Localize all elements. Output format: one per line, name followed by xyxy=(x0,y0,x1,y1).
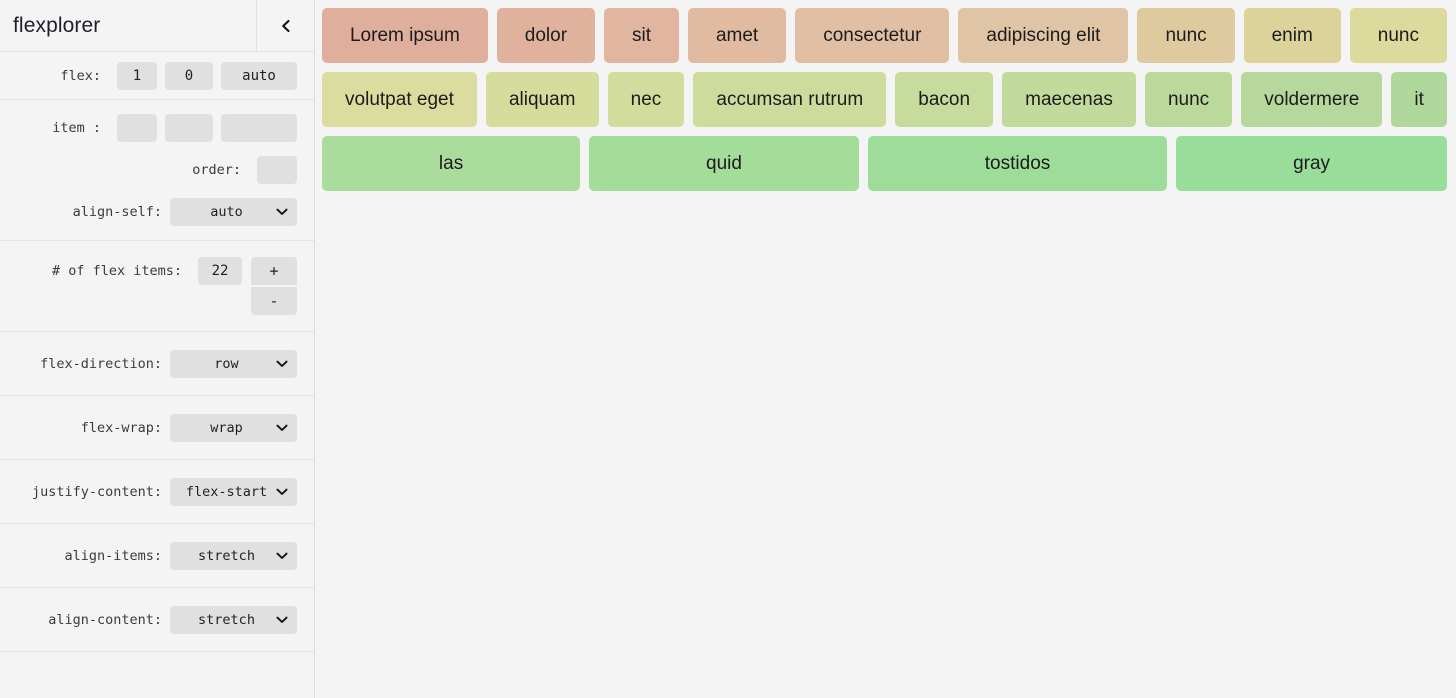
flex-item[interactable]: bacon xyxy=(895,72,994,127)
flex-item-label: maecenas xyxy=(1025,88,1113,110)
flex-item[interactable]: amet xyxy=(687,8,787,63)
flex-item-label: it xyxy=(1414,88,1424,110)
flex-item[interactable]: nunc xyxy=(1137,8,1235,63)
flex-item-label: accumsan rutrum xyxy=(716,88,864,110)
justify-content-label: justify-content: xyxy=(31,483,162,500)
order-input[interactable] xyxy=(257,156,297,184)
flex-item[interactable]: it xyxy=(1391,72,1447,127)
order-label: order: xyxy=(192,162,241,178)
flex-direction-label: flex-direction: xyxy=(40,355,162,372)
flex-item[interactable]: accumsan rutrum xyxy=(693,72,887,127)
flex-shrink-input[interactable] xyxy=(165,61,213,90)
flex-item[interactable]: nec xyxy=(607,72,685,127)
controls-sidebar: flexplorer flex: item : xyxy=(0,0,315,698)
flex-item-label: volutpat eget xyxy=(345,88,454,110)
item-shrink-input[interactable] xyxy=(165,114,213,142)
flex-item-label: nunc xyxy=(1167,88,1210,110)
flex-item[interactable]: voldermere xyxy=(1241,72,1383,127)
flex-container: Lorem ipsum dolor sit amet consectetur adipis… xyxy=(322,8,1456,200)
flex-item-label: gray xyxy=(1293,152,1331,174)
justify-content-select[interactable]: flex-startflex-endcenterspace-betweenspa… xyxy=(170,477,297,506)
align-items-select[interactable]: stretchflex-startflex-endcenterbaseline xyxy=(170,541,297,570)
flex-item[interactable]: maecenas xyxy=(1002,72,1136,127)
flex-item-label: Lorem ipsum xyxy=(349,24,460,46)
flex-count-label: # of flex items: xyxy=(51,263,182,279)
flex-shorthand-row: flex: xyxy=(0,52,314,100)
flex-item-label: aliquam xyxy=(508,88,576,110)
justify-content-row: justify-content: flex-startflex-endcente… xyxy=(0,460,314,524)
flex-item-label: quid xyxy=(706,152,742,174)
flex-item[interactable]: gray xyxy=(1176,136,1447,191)
flex-item[interactable]: Lorem ipsum xyxy=(322,8,488,63)
flex-item[interactable]: quid xyxy=(589,136,859,191)
align-content-label: align-content: xyxy=(48,611,162,628)
flex-item-label: las xyxy=(438,152,464,174)
flex-item[interactable]: tostidos xyxy=(867,136,1168,191)
align-content-select[interactable]: stretchflex-startflex-endcenterspace-bet… xyxy=(170,605,297,634)
flex-item[interactable]: enim xyxy=(1243,8,1341,63)
flex-item-label: voldermere xyxy=(1264,88,1360,110)
align-items-label: align-items: xyxy=(64,547,162,564)
flex-item-count-row: # of flex items: + - xyxy=(0,241,314,332)
flex-item-label: sit xyxy=(632,24,651,46)
align-content-row: align-content: stretchflex-startflex-end… xyxy=(0,588,314,652)
flex-basis-input[interactable] xyxy=(221,61,297,90)
flex-item[interactable]: consectetur xyxy=(795,8,950,63)
flex-count-stepper: + - xyxy=(251,257,297,315)
flex-item[interactable]: nunc xyxy=(1349,8,1447,63)
flex-item[interactable]: nunc xyxy=(1144,72,1233,127)
flex-item-label: bacon xyxy=(918,88,971,110)
flex-count-input[interactable] xyxy=(198,257,242,285)
flex-item-label: nunc xyxy=(1377,24,1419,46)
order-row: order: xyxy=(10,156,297,184)
flex-item-label: adipiscing elit xyxy=(986,24,1101,46)
flex-item[interactable]: sit xyxy=(604,8,679,63)
flex-item-label: nec xyxy=(630,88,662,110)
flex-item-label: tostidos xyxy=(984,152,1051,174)
item-basis-input[interactable] xyxy=(221,114,297,142)
flex-item[interactable]: adipiscing elit xyxy=(958,8,1129,63)
flex-label: flex: xyxy=(60,67,101,84)
item-grow-input[interactable] xyxy=(117,114,157,142)
flex-canvas: Lorem ipsum dolor sit amet consectetur adipis… xyxy=(315,0,1456,698)
flex-item-label: nunc xyxy=(1165,24,1207,46)
flex-item[interactable]: volutpat eget xyxy=(322,72,477,127)
item-settings-group: item : order: align-self: autoflex-start… xyxy=(0,100,314,241)
flex-item[interactable]: las xyxy=(322,136,581,191)
align-self-label: align-self: xyxy=(72,204,162,220)
flex-wrap-select[interactable]: nowrapwrapwrap-reverse xyxy=(170,413,297,442)
flex-item-label: dolor xyxy=(524,24,568,46)
sidebar-header: flexplorer xyxy=(0,0,314,52)
flex-count-increment-button[interactable]: + xyxy=(251,257,297,285)
flex-item[interactable]: aliquam xyxy=(485,72,599,127)
sidebar-collapse-button[interactable] xyxy=(256,0,314,52)
flex-count-decrement-button[interactable]: - xyxy=(251,287,297,315)
item-row: item : xyxy=(10,114,297,142)
flex-item-label: enim xyxy=(1271,24,1313,46)
flex-item-label: amet xyxy=(715,24,759,46)
flex-item[interactable]: dolor xyxy=(496,8,596,63)
flex-wrap-label: flex-wrap: xyxy=(80,419,162,436)
align-self-row: align-self: autoflex-startflex-endcenter… xyxy=(10,198,297,226)
flex-direction-row: flex-direction: rowrow-reversecolumncolu… xyxy=(0,332,314,396)
flex-item-label: consectetur xyxy=(823,24,922,46)
app-title: flexplorer xyxy=(13,13,101,37)
flex-wrap-row: flex-wrap: nowrapwrapwrap-reverse xyxy=(0,396,314,460)
item-label: item : xyxy=(52,120,101,136)
align-items-row: align-items: stretchflex-startflex-endce… xyxy=(0,524,314,588)
chevron-left-icon xyxy=(280,19,291,33)
align-self-select[interactable]: autoflex-startflex-endcenterbaselinestre… xyxy=(170,198,297,226)
flex-direction-select[interactable]: rowrow-reversecolumncolumn-reverse xyxy=(170,349,297,378)
flex-grow-input[interactable] xyxy=(117,61,157,90)
